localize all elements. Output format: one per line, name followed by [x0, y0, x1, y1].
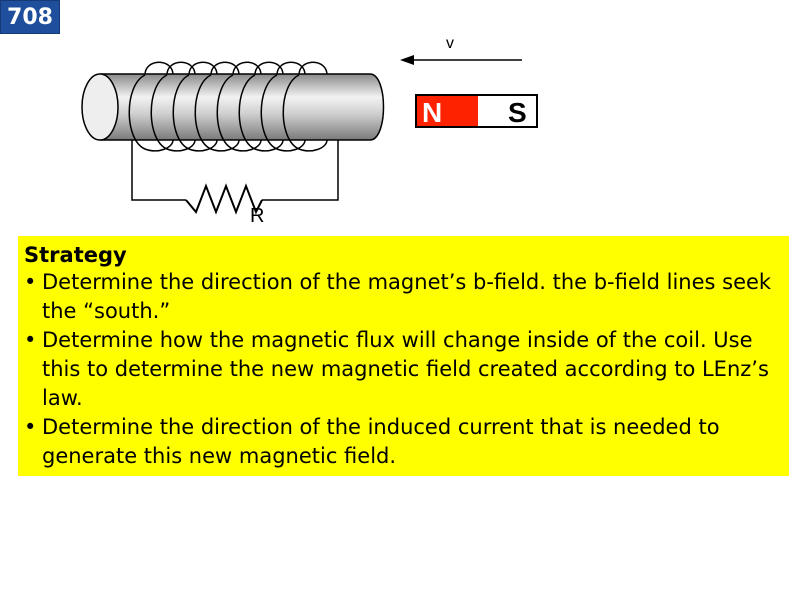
bar-magnet: N S [415, 94, 538, 128]
magnet-north-pole [416, 95, 478, 127]
strategy-box: Strategy Determine the direction of the … [18, 236, 789, 476]
strategy-list: Determine the direction of the magnet’s … [24, 268, 779, 471]
magnet-north-label: N [422, 97, 442, 128]
resistor-symbol [185, 183, 263, 215]
slide-number: 708 [7, 4, 53, 30]
strategy-bullet: Determine the direction of the magnet’s … [24, 268, 779, 326]
strategy-bullet: Determine how the magnetic flux will cha… [24, 326, 779, 413]
strategy-bullet: Determine the direction of the induced c… [24, 413, 779, 471]
slide-number-badge: 708 [0, 0, 60, 34]
velocity-arrow [400, 55, 522, 65]
resistor-label: R [250, 205, 264, 227]
coil-back [144, 61, 328, 76]
circuit-wire [131, 138, 339, 201]
magnet-south-pole [478, 95, 537, 127]
iron-core [81, 73, 385, 141]
magnet-south-label: S [508, 97, 527, 128]
coil-winding [128, 74, 328, 152]
velocity-label: v [446, 35, 454, 52]
induction-diagram: R v N S [81, 35, 538, 227]
strategy-heading: Strategy [24, 243, 127, 267]
